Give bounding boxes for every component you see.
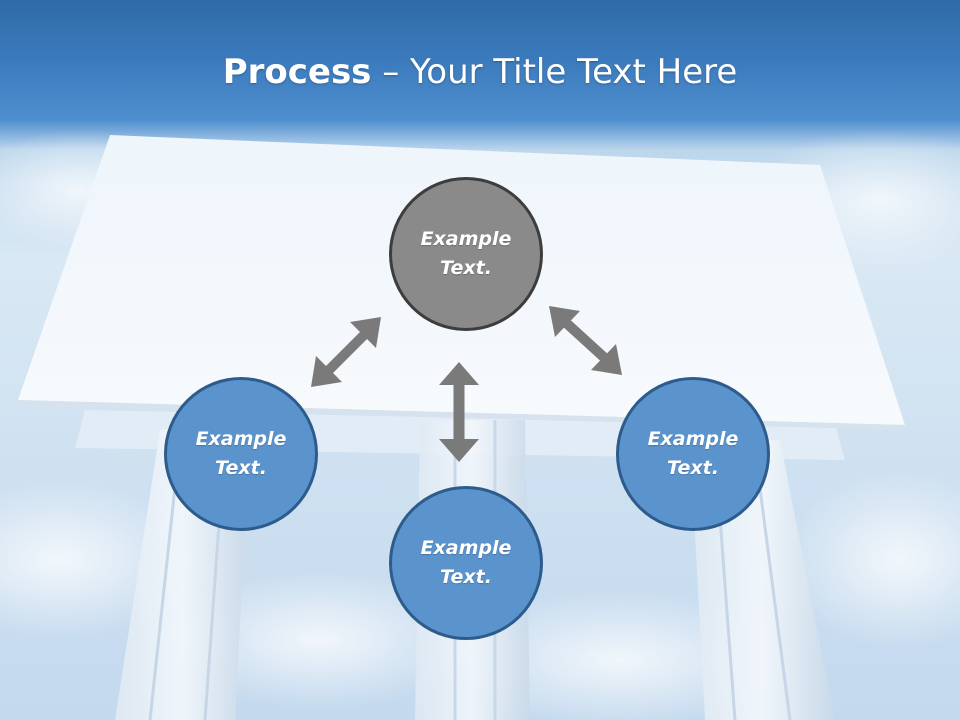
node-label: Example Text. bbox=[195, 428, 287, 479]
title-rest: – Your Title Text Here bbox=[371, 52, 738, 92]
slide-title: Process – Your Title Text Here bbox=[0, 52, 960, 92]
process-node-top: Example Text. bbox=[389, 177, 543, 331]
arrow-vertical bbox=[439, 362, 479, 462]
node-label: Example Text. bbox=[420, 537, 512, 588]
process-node-left: Example Text. bbox=[164, 377, 318, 531]
process-node-bottom: Example Text. bbox=[389, 486, 543, 640]
arrow-right-diagonal bbox=[549, 306, 622, 375]
arrow-left-diagonal bbox=[311, 317, 381, 387]
title-bold: Process bbox=[222, 52, 372, 92]
node-label: Example Text. bbox=[420, 228, 512, 279]
node-label: Example Text. bbox=[647, 428, 739, 479]
process-node-right: Example Text. bbox=[616, 377, 770, 531]
